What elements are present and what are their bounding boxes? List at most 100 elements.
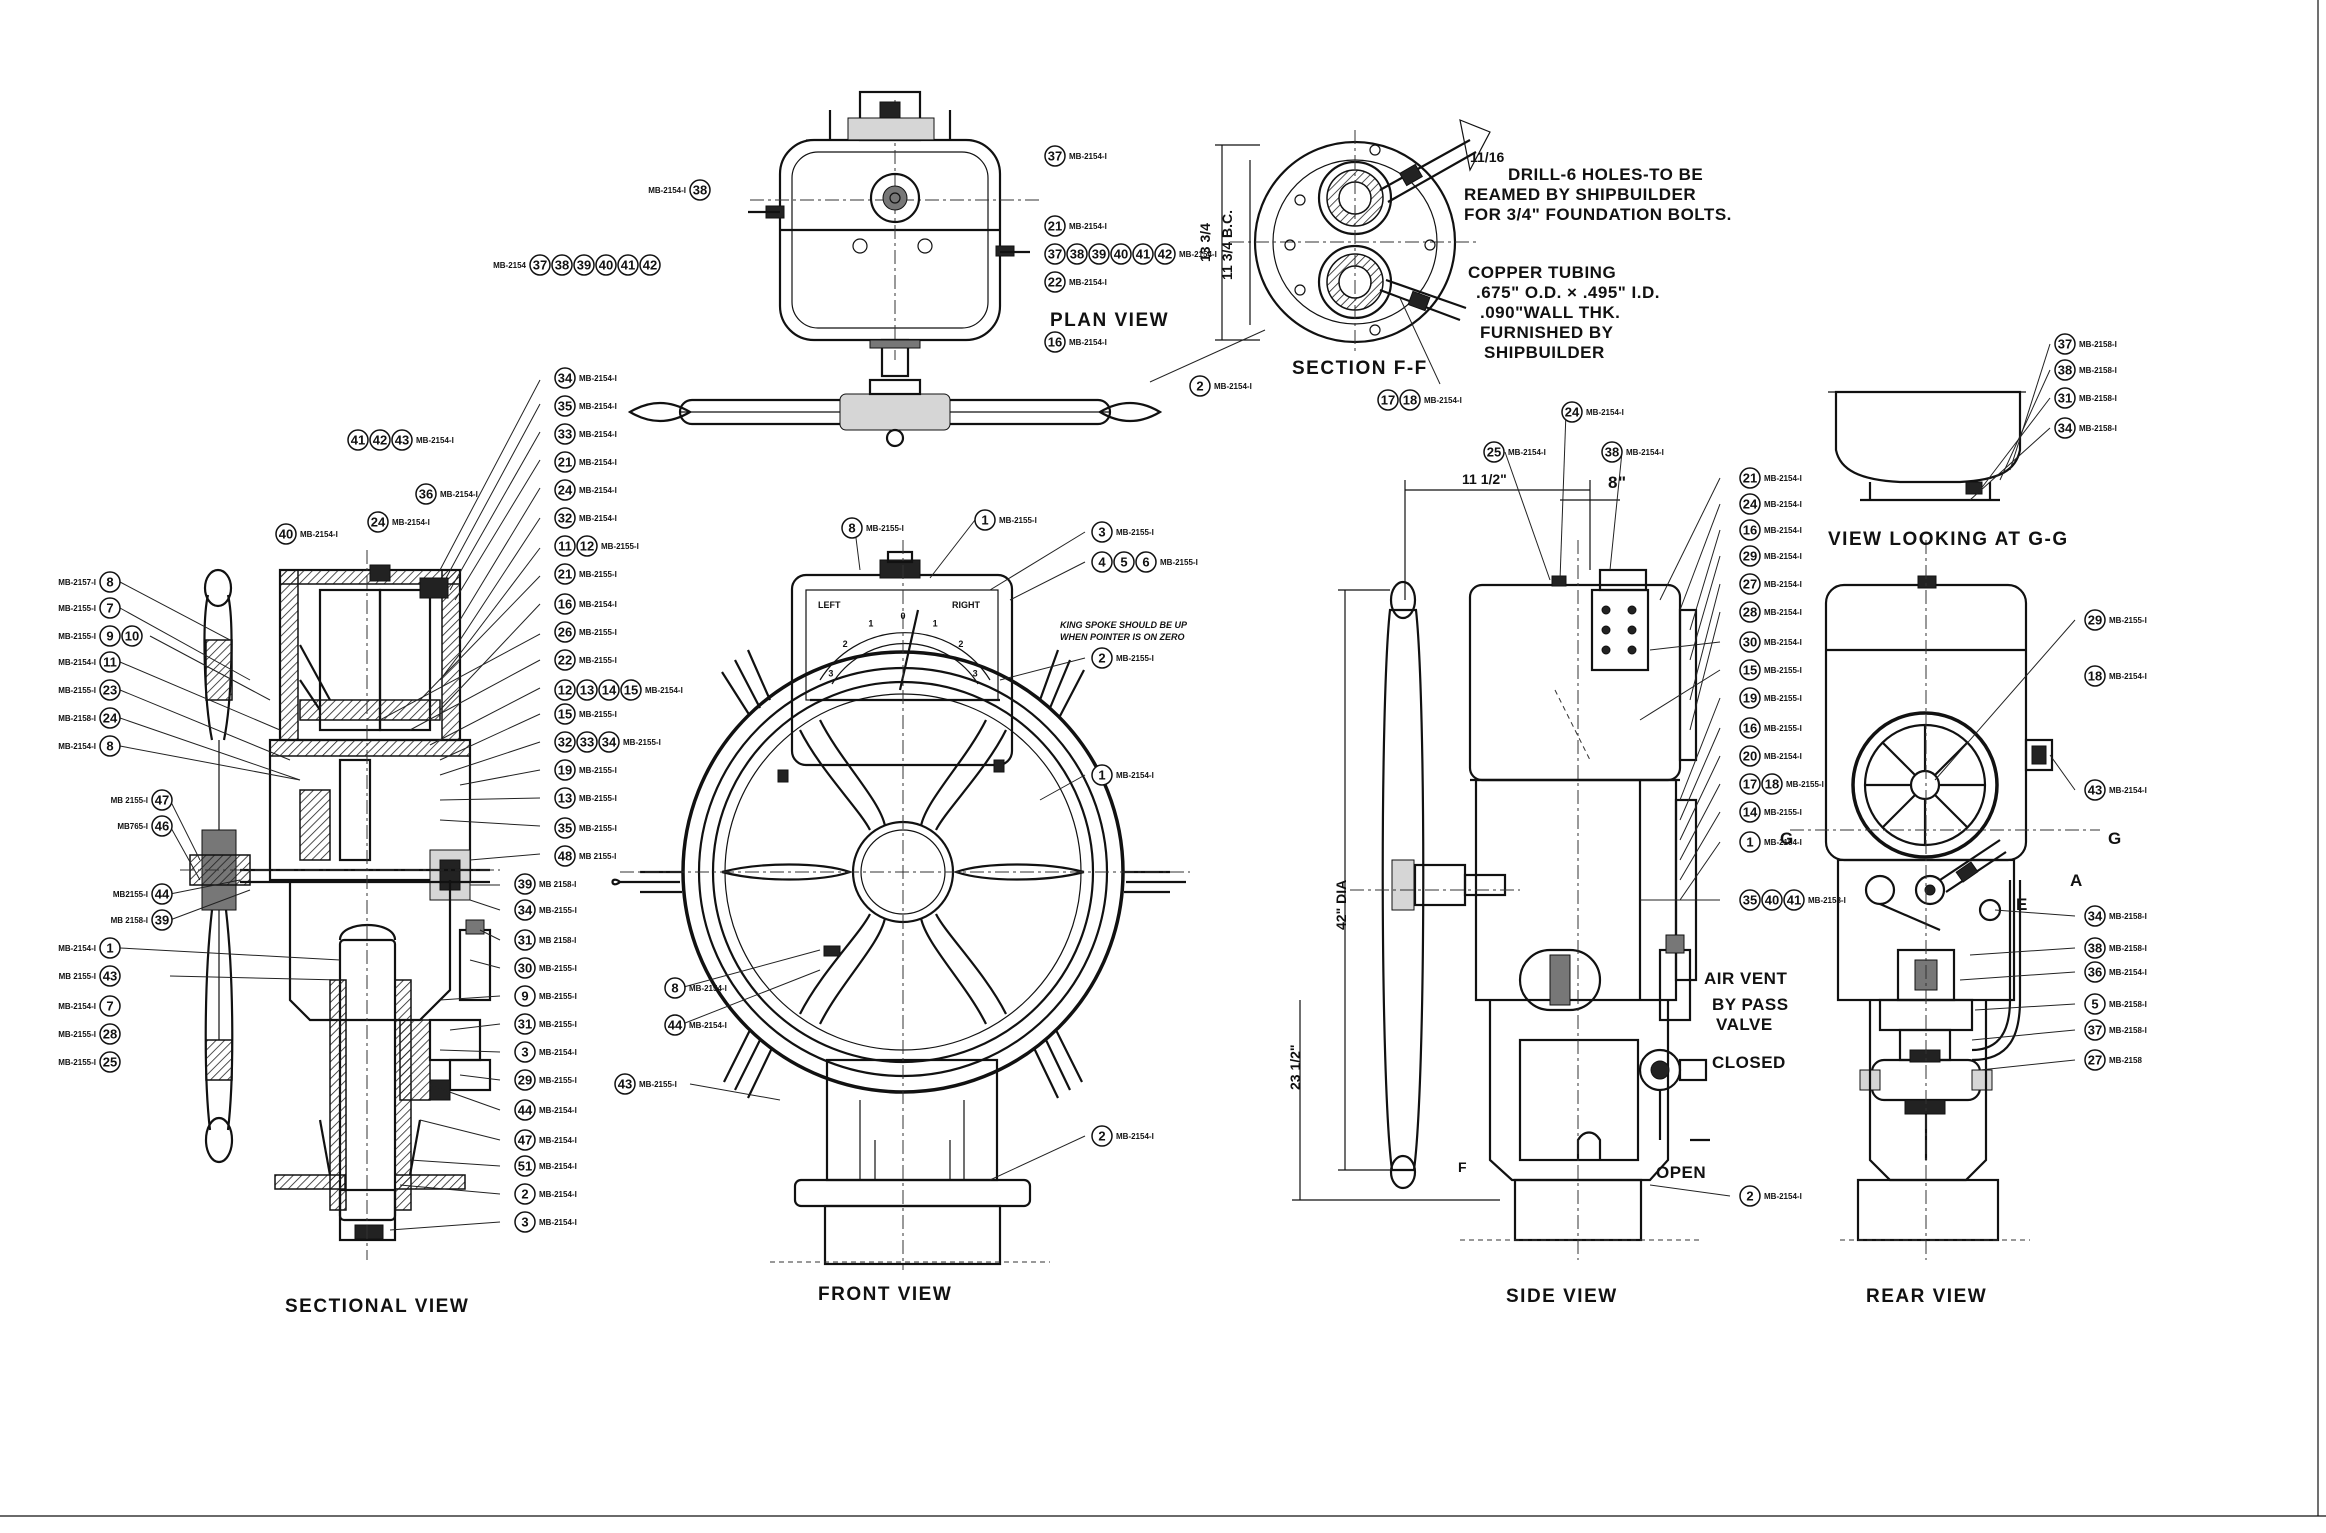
callout-bubble bbox=[415, 483, 437, 505]
callout-part-number: MB-2157-I bbox=[58, 578, 96, 587]
callout-bubble bbox=[151, 789, 173, 811]
dim-bolt-circle: 11 3/4 B.C. bbox=[1219, 210, 1235, 280]
callout-number: 6 bbox=[1142, 555, 1149, 570]
callout-number: 42 bbox=[1158, 247, 1172, 262]
callout-part-number: MB-2154-I bbox=[2109, 968, 2147, 977]
callout-bubble bbox=[554, 479, 576, 501]
callout-part-number: MB-2155-I bbox=[58, 604, 96, 613]
callout-bubble bbox=[1739, 519, 1761, 541]
callout-part-number: MB2155-I bbox=[113, 890, 148, 899]
callout-part-number: MB-2154-I bbox=[539, 1190, 577, 1199]
callout-bubble bbox=[514, 873, 536, 895]
callout-part-number: MB-2154-I bbox=[579, 402, 617, 411]
callout-number: 43 bbox=[395, 433, 409, 448]
callout-number: 40 bbox=[1114, 247, 1128, 262]
callout-part-number: MB-2154-I bbox=[1764, 580, 1802, 589]
callout-number: 31 bbox=[518, 1017, 532, 1032]
callout-bubble bbox=[347, 429, 369, 451]
dim-wheel-diameter: 42" DIA bbox=[1333, 880, 1349, 930]
callout-bubble bbox=[529, 254, 551, 276]
callout-bubble bbox=[554, 451, 576, 473]
callout-number: 41 bbox=[1136, 247, 1150, 262]
callout-bubble bbox=[554, 679, 576, 701]
callout-part-number: MB-2154-I bbox=[579, 374, 617, 383]
callout-part-number: MB-2154-I bbox=[58, 1002, 96, 1011]
drill-note-line-1: DRILL-6 HOLES-TO BE bbox=[1508, 165, 1703, 184]
callout-bubble bbox=[1783, 889, 1805, 911]
callout-part-number: MB-2154-I bbox=[1424, 396, 1462, 405]
callout-number: 8 bbox=[848, 521, 855, 536]
callout-bubble bbox=[1739, 467, 1761, 489]
letter-f: F bbox=[1458, 1159, 1467, 1175]
callout-number: 9 bbox=[521, 989, 528, 1004]
callout-part-number: MB 2155-I bbox=[59, 972, 96, 981]
tubing-note-line-3: .090"WALL THK. bbox=[1480, 303, 1620, 322]
callout-bubble bbox=[573, 254, 595, 276]
callout-number: 40 bbox=[599, 258, 613, 273]
callout-number: 51 bbox=[518, 1159, 532, 1174]
callout-number: 18 bbox=[1403, 393, 1417, 408]
callout-number: 37 bbox=[1048, 149, 1062, 164]
dial-number: 1 bbox=[933, 618, 938, 628]
callout-bubble bbox=[1110, 243, 1132, 265]
front-view bbox=[611, 519, 1190, 1270]
callout-bubble bbox=[664, 977, 686, 999]
callout-number: 8 bbox=[671, 981, 678, 996]
callout-number: 14 bbox=[602, 683, 617, 698]
callout-bubble bbox=[1154, 243, 1176, 265]
callout-bubble bbox=[2084, 665, 2106, 687]
callout-part-number: MB-2154-I bbox=[645, 686, 683, 695]
callout-bubble bbox=[2084, 609, 2106, 631]
callout-part-number: MB 2158-I bbox=[539, 936, 576, 945]
callout-number: 36 bbox=[419, 487, 433, 502]
callout-bubble bbox=[617, 254, 639, 276]
callout-part-number: MB 2158-I bbox=[111, 916, 148, 925]
tubing-note-line-4: FURNISHED BY bbox=[1480, 323, 1614, 342]
callout-number: 21 bbox=[558, 455, 572, 470]
callout-number: 44 bbox=[518, 1103, 533, 1118]
callout-part-number: MB-2154-I bbox=[1116, 771, 1154, 780]
callout-number: 44 bbox=[668, 1018, 683, 1033]
callout-number: 19 bbox=[1743, 691, 1757, 706]
callout-bubble bbox=[1739, 1185, 1761, 1207]
callout-bubble bbox=[2084, 961, 2106, 983]
callout-number: 34 bbox=[2088, 909, 2103, 924]
air-vent-line-3: VALVE bbox=[1716, 1015, 1773, 1034]
callout-bubble bbox=[99, 597, 121, 619]
callout-bubble bbox=[2054, 333, 2076, 355]
callout-bubble bbox=[367, 511, 389, 533]
callout-part-number: MB-2154-I bbox=[58, 658, 96, 667]
callout-part-number: MB-2154-I bbox=[1764, 552, 1802, 561]
callout-bubble bbox=[554, 703, 576, 725]
callout-bubble bbox=[554, 563, 576, 585]
callout-bubble bbox=[514, 1041, 536, 1063]
callout-bubble bbox=[1601, 441, 1623, 463]
callout-bubble bbox=[514, 1155, 536, 1177]
dial-number: 0 bbox=[900, 611, 905, 621]
callout-part-number: MB-2154-I bbox=[1764, 474, 1802, 483]
drill-note-line-2: REAMED BY SHIPBUILDER bbox=[1464, 185, 1696, 204]
callout-part-number: MB-2155-I bbox=[2109, 616, 2147, 625]
callout-bubble bbox=[2084, 905, 2106, 927]
callout-bubble bbox=[391, 429, 413, 451]
callout-part-number: MB-2154-I bbox=[1764, 1192, 1802, 1201]
callout-number: 43 bbox=[618, 1077, 632, 1092]
callout-part-number: MB-2154-I bbox=[416, 436, 454, 445]
